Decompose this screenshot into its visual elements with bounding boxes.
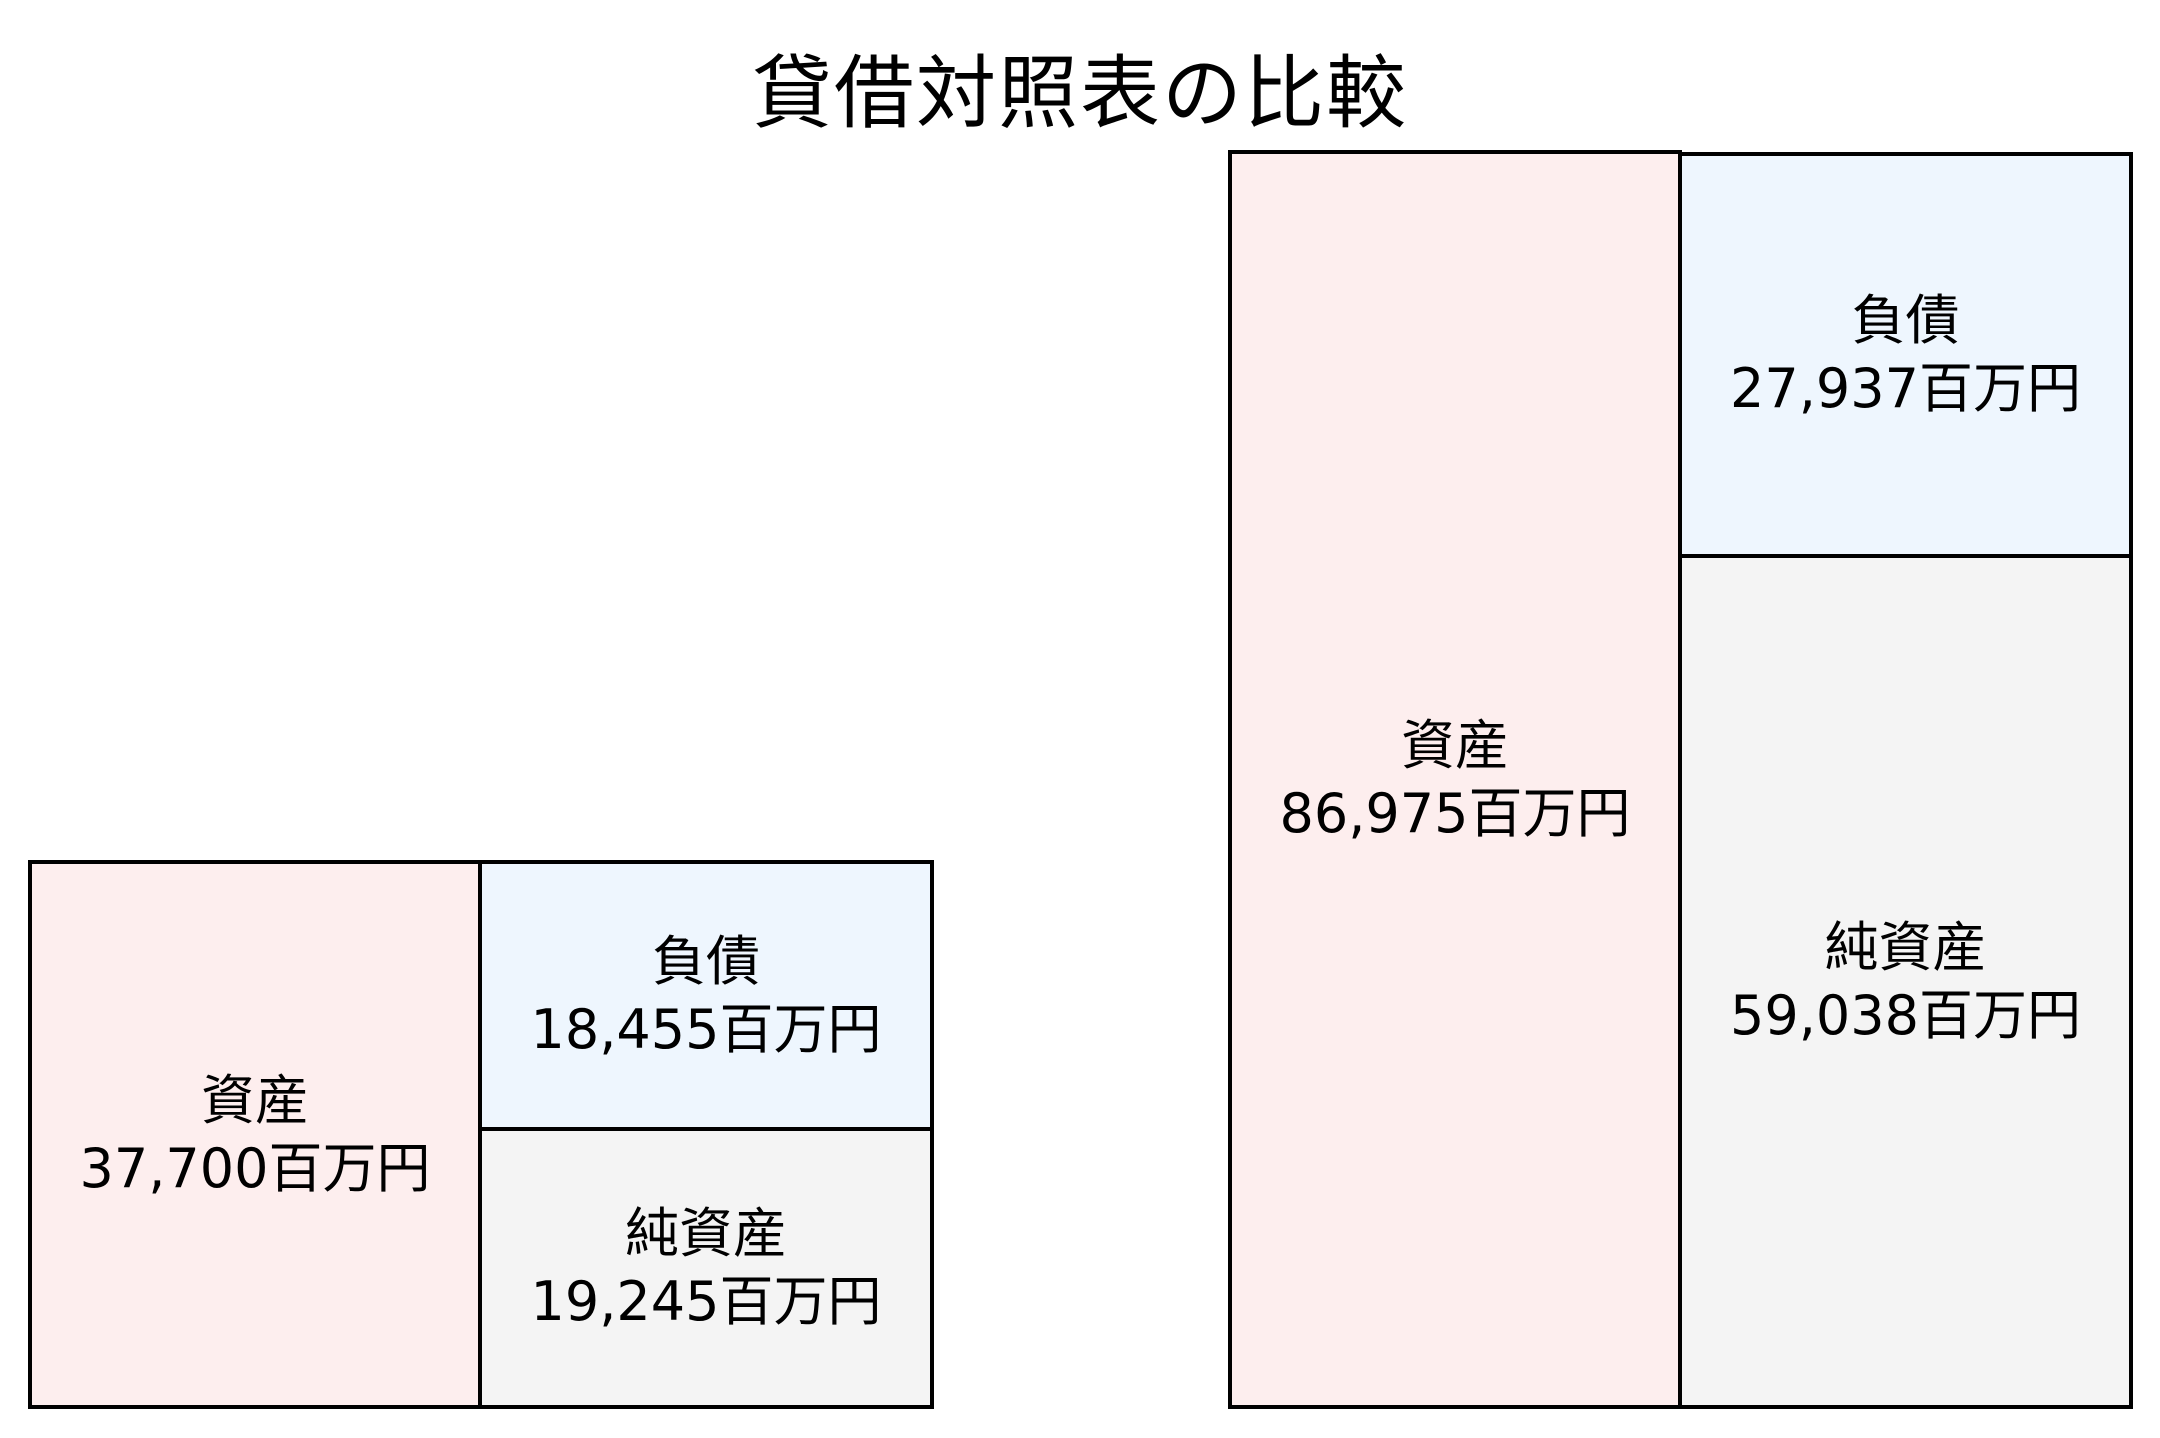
assets-label: 資産 <box>1401 713 1509 777</box>
net-assets-label: 純資産 <box>625 1202 787 1265</box>
assets-value: 37,700百万円 <box>79 1136 431 1200</box>
liabilities-label: 負債 <box>652 929 760 993</box>
chart-title: 貸借対照表の比較 <box>752 47 1408 140</box>
assets-label: 資産 <box>201 1068 309 1132</box>
liabilities-label: 負債 <box>1851 289 1960 352</box>
assets-value: 86,975百万円 <box>1279 781 1631 845</box>
net-assets-value: 59,038百万円 <box>1730 983 2081 1047</box>
assets-block-left: 資産 37,700百万円 <box>28 860 482 1409</box>
net-assets-block-right: 純資産 59,038百万円 <box>1678 554 2133 1409</box>
net-assets-block-left: 純資産 19,245百万円 <box>478 1127 934 1409</box>
net-assets-label: 純資産 <box>1824 915 1987 979</box>
liabilities-block-left: 負債 18,455百万円 <box>478 860 934 1131</box>
net-assets-value: 19,245百万円 <box>530 1270 882 1333</box>
liabilities-value: 27,937百万円 <box>1730 357 2081 420</box>
assets-block-right: 資産 86,975百万円 <box>1228 150 1682 1409</box>
liabilities-block-right: 負債 27,937百万円 <box>1678 152 2133 558</box>
liabilities-value: 18,455百万円 <box>530 997 882 1061</box>
